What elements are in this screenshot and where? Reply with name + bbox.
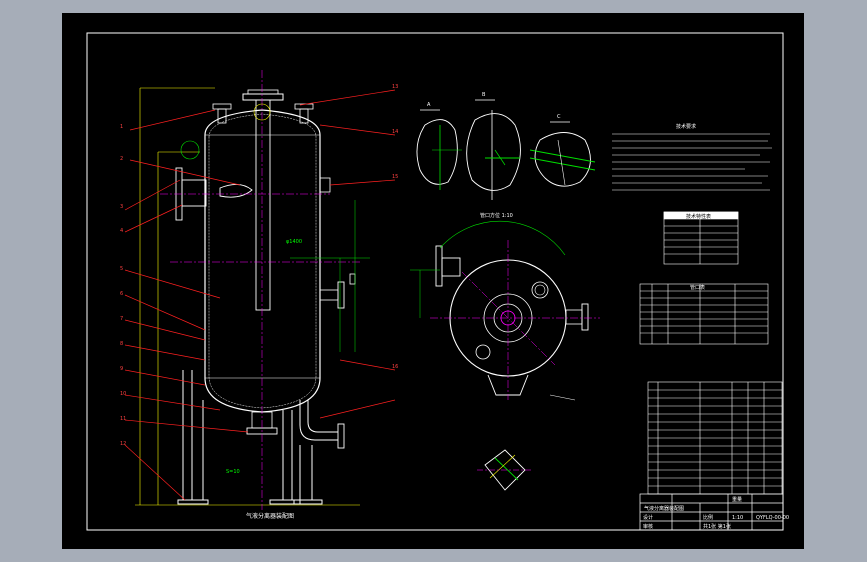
leader-lines <box>124 89 396 501</box>
svg-text:1: 1 <box>120 124 123 130</box>
title-block-name: 气液分离器装配图 <box>644 505 684 512</box>
detail-section-a: A <box>416 102 462 190</box>
svg-text:2: 2 <box>120 156 123 162</box>
title-block-code: QYFLQ-00-00 <box>756 515 789 521</box>
svg-text:3: 3 <box>120 204 123 210</box>
title-block-weight: 重量 <box>732 496 742 503</box>
svg-text:6: 6 <box>120 291 123 297</box>
title-block-ratio-label: 比例 <box>703 514 713 521</box>
title-block-drawn: 设计 <box>643 514 653 521</box>
detail-section-b: B <box>466 92 521 200</box>
svg-text:11: 11 <box>120 416 126 422</box>
nozzle-orientation-view <box>410 220 600 401</box>
parts-list <box>647 381 783 495</box>
svg-text:4: 4 <box>120 228 123 234</box>
svg-text:16: 16 <box>392 364 398 370</box>
svg-text:13: 13 <box>392 84 398 90</box>
svg-text:15: 15 <box>392 174 398 180</box>
spec-table <box>663 211 739 265</box>
nozzle-table-title: 管口表 <box>690 284 705 291</box>
overall-dimensions <box>135 87 360 506</box>
title-block-scale: 1:10 <box>732 515 743 521</box>
title-block <box>639 493 784 531</box>
svg-text:10: 10 <box>120 391 126 397</box>
vessel-front-view: φ1400 S=10 <box>160 70 370 510</box>
nozzle-table <box>639 283 769 345</box>
section-c-label: C <box>557 114 561 120</box>
svg-text:12: 12 <box>120 441 126 447</box>
svg-text:9: 9 <box>120 366 123 372</box>
svg-text:8: 8 <box>120 341 123 347</box>
support-detail <box>477 449 532 491</box>
spec-table-title: 技术特性表 <box>686 213 711 220</box>
balloon-numbers: 1 2 3 4 5 6 7 8 9 10 11 12 13 14 15 16 <box>120 84 398 447</box>
tech-req-title: 技术要求 <box>676 123 696 130</box>
technical-requirements: 技术要求 <box>612 123 772 191</box>
nozzle-view-caption: 管口方位 1:10 <box>480 212 513 219</box>
svg-text:7: 7 <box>120 316 123 322</box>
section-a-label: A <box>427 102 431 108</box>
drawing-sheet: φ1400 S=10 1 2 3 4 5 6 7 8 9 10 11 12 13 <box>62 13 804 549</box>
drawing-border <box>86 32 784 531</box>
dim-thickness-label: S=10 <box>226 469 240 475</box>
assembly-drawing: φ1400 S=10 1 2 3 4 5 6 7 8 9 10 11 12 13 <box>86 32 789 531</box>
section-b-label: B <box>482 92 486 98</box>
dim-diameter-label: φ1400 <box>286 239 302 245</box>
title-block-check: 审核 <box>643 523 653 530</box>
title-block-sheet: 共1张 第1张 <box>703 523 731 530</box>
svg-text:5: 5 <box>120 266 123 272</box>
svg-text:14: 14 <box>392 129 398 135</box>
detail-section-c: C <box>529 114 596 187</box>
main-caption: 气液分离器装配图 <box>246 512 294 520</box>
